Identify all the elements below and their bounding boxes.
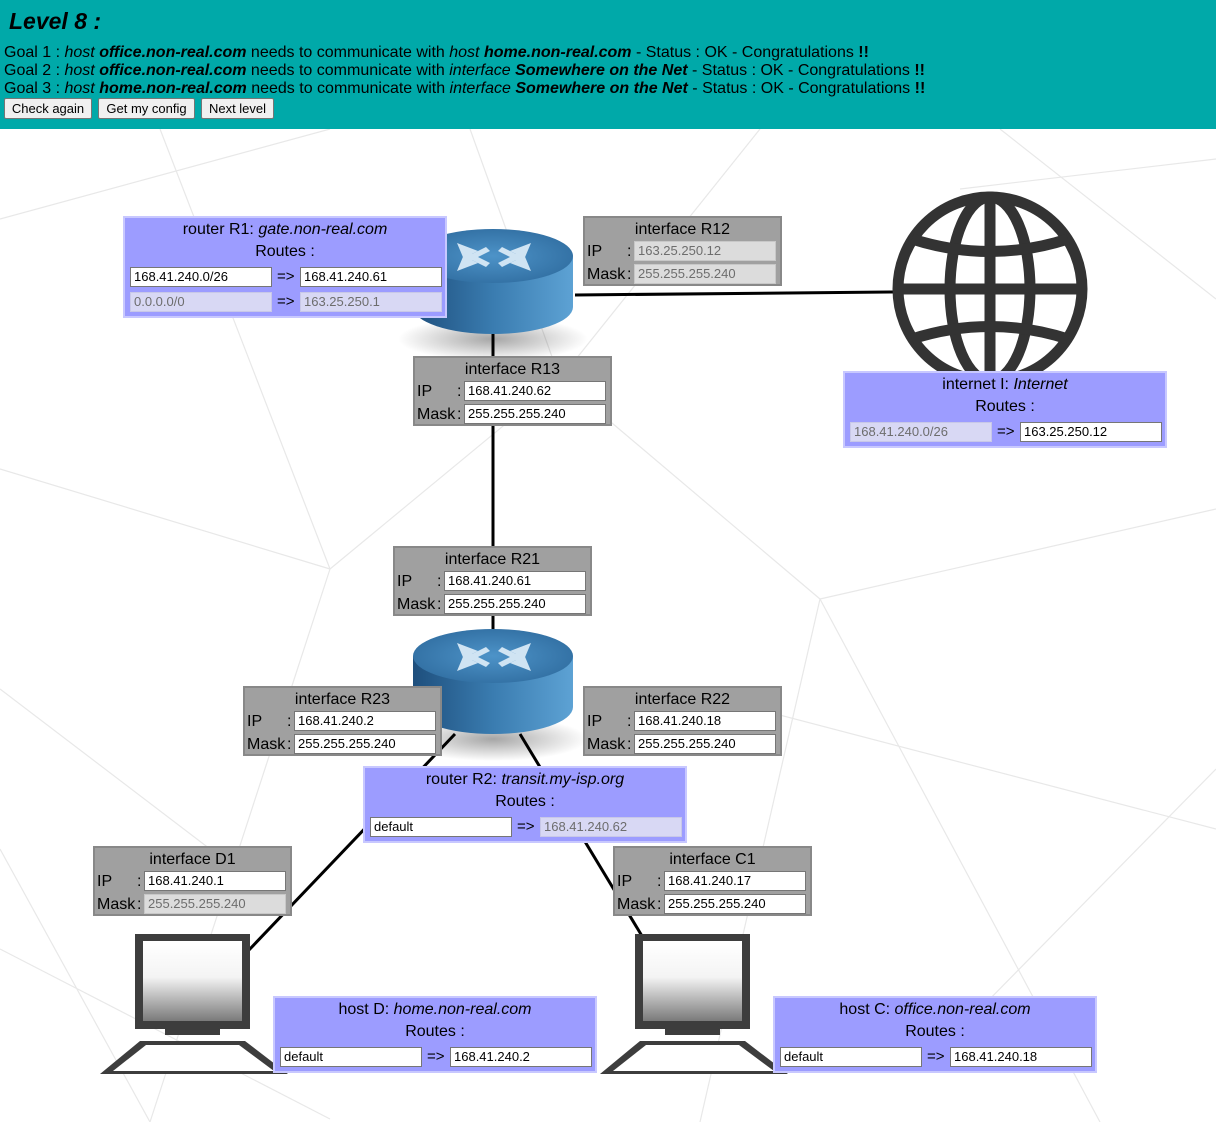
interface-title: interface C1: [669, 851, 756, 868]
ip-field[interactable]: 168.41.240.17: [664, 871, 806, 891]
level-header: Level 8 : Goal 1 : host office.non-real.…: [0, 0, 1216, 129]
mask-field[interactable]: 255.255.255.240: [634, 734, 776, 754]
route-destination-field[interactable]: default: [280, 1047, 422, 1067]
router-r1-panel: router R1: gate.non-real.com Routes : 16…: [123, 216, 447, 318]
network-canvas: router R1: gate.non-real.com Routes : 16…: [0, 129, 1216, 1122]
interface-title: interface D1: [149, 851, 236, 868]
interface-title: interface R21: [444, 551, 541, 568]
level-title: Level 8 :: [9, 8, 102, 34]
goal-1: Goal 1 : host office.non-real.com needs …: [4, 44, 869, 61]
interface-r21-panel: interface R21 IP : 168.41.240.61 Mask : …: [393, 546, 592, 616]
check-again-button[interactable]: Check again: [4, 98, 92, 119]
route-gateway-field[interactable]: 168.41.240.18: [950, 1047, 1092, 1067]
host-c-panel: host C: office.non-real.com Routes : def…: [773, 996, 1097, 1073]
route-destination-field: 0.0.0.0/0: [130, 292, 272, 312]
ip-field[interactable]: 168.41.240.61: [444, 571, 586, 591]
router-r2-name: transit.my-isp.org: [501, 771, 625, 788]
route-gateway-field: 163.25.250.1: [300, 292, 442, 312]
get-my-config-button[interactable]: Get my config: [98, 98, 195, 119]
router-r2-panel: router R2: transit.my-isp.org Routes : d…: [363, 766, 687, 843]
computer-icon: [600, 934, 788, 1074]
route-destination-field[interactable]: 168.41.240.0/26: [130, 267, 272, 287]
routes-label: Routes :: [975, 398, 1035, 415]
route-gateway-field[interactable]: 163.25.250.12: [1020, 422, 1162, 442]
route-gateway-field: 168.41.240.62: [540, 817, 682, 837]
ip-field[interactable]: 168.41.240.1: [144, 871, 286, 891]
routes-label: Routes :: [495, 793, 555, 810]
internet-panel: internet I: Internet Routes : 168.41.240…: [843, 371, 1167, 448]
host-d-name: home.non-real.com: [393, 1001, 532, 1018]
interface-r12-panel: interface R12 IP : 163.25.250.12 Mask : …: [583, 216, 782, 286]
globe-icon: [892, 191, 1088, 387]
mask-field[interactable]: 255.255.255.240: [444, 594, 586, 614]
goal-3: Goal 3 : host home.non-real.com needs to…: [4, 80, 926, 97]
ip-field[interactable]: 168.41.240.18: [634, 711, 776, 731]
interface-d1-panel: interface D1 IP : 168.41.240.1 Mask : 25…: [93, 846, 292, 916]
internet-name: Internet: [1013, 376, 1068, 393]
goal-2: Goal 2 : host office.non-real.com needs …: [4, 62, 925, 79]
route-gateway-field[interactable]: 168.41.240.2: [450, 1047, 592, 1067]
route-destination-field[interactable]: default: [780, 1047, 922, 1067]
routes-label: Routes :: [905, 1023, 965, 1040]
mask-field: 255.255.255.240: [634, 264, 776, 284]
mask-field[interactable]: 255.255.255.240: [464, 404, 606, 424]
host-c-name: office.non-real.com: [894, 1001, 1031, 1018]
computer-icon: [100, 934, 288, 1074]
interface-r23-panel: interface R23 IP : 168.41.240.2 Mask : 2…: [243, 686, 442, 756]
router-icon: [398, 229, 588, 361]
routes-label: Routes :: [255, 243, 315, 260]
interface-r13-panel: interface R13 IP : 168.41.240.62 Mask : …: [413, 356, 612, 426]
mask-field: 255.255.255.240: [144, 894, 286, 914]
interface-title: interface R22: [634, 691, 731, 708]
ip-field[interactable]: 168.41.240.2: [294, 711, 436, 731]
route-destination-field: 168.41.240.0/26: [850, 422, 992, 442]
host-d-panel: host D: home.non-real.com Routes : defau…: [273, 996, 597, 1073]
routes-label: Routes :: [405, 1023, 465, 1040]
route-destination-field[interactable]: default: [370, 817, 512, 837]
interface-c1-panel: interface C1 IP : 168.41.240.17 Mask : 2…: [613, 846, 812, 916]
router-icon: [398, 629, 588, 761]
interface-title: interface R13: [464, 361, 561, 378]
ip-field: 163.25.250.12: [634, 241, 776, 261]
ip-field[interactable]: 168.41.240.62: [464, 381, 606, 401]
next-level-button[interactable]: Next level: [201, 98, 274, 119]
mask-field[interactable]: 255.255.255.240: [294, 734, 436, 754]
mask-field[interactable]: 255.255.255.240: [664, 894, 806, 914]
interface-title: interface R23: [294, 691, 391, 708]
router-r1-name: gate.non-real.com: [258, 221, 388, 238]
interface-r22-panel: interface R22 IP : 168.41.240.18 Mask : …: [583, 686, 782, 756]
interface-title: interface R12: [634, 221, 731, 238]
route-gateway-field[interactable]: 168.41.240.61: [300, 267, 442, 287]
